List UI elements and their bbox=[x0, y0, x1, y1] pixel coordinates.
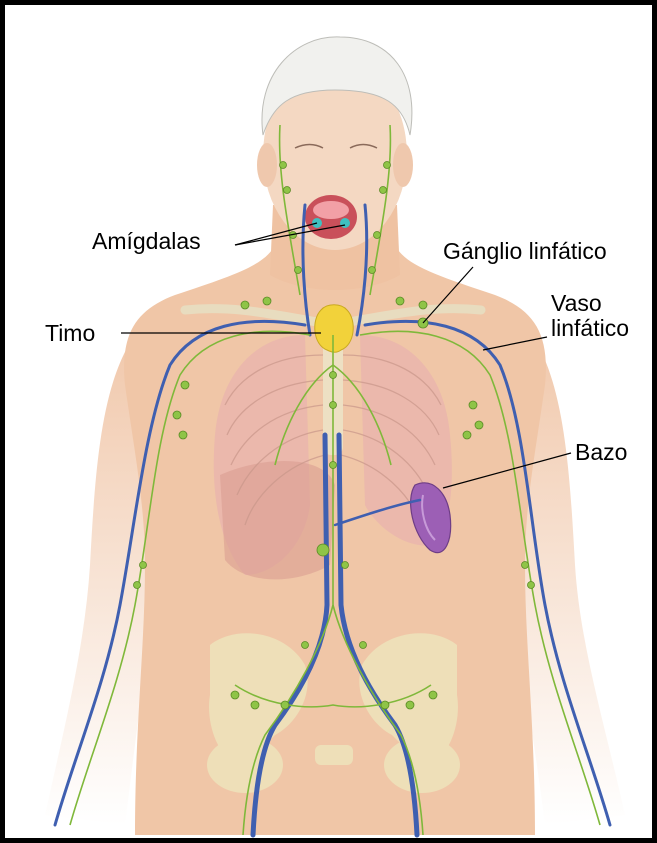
label-lymph-vessel-line2: linfático bbox=[551, 316, 629, 341]
thymus bbox=[315, 305, 354, 353]
lymphatic-system-illustration bbox=[5, 5, 657, 843]
label-tonsils: Amígdalas bbox=[92, 229, 201, 254]
label-lymph-vessel-line1: Vaso bbox=[551, 291, 629, 316]
label-spleen: Bazo bbox=[575, 440, 627, 465]
label-lymph-vessel: Vaso linfático bbox=[551, 291, 629, 342]
label-thymus: Timo bbox=[45, 321, 95, 346]
label-lymph-node: Gánglio linfático bbox=[443, 239, 607, 264]
